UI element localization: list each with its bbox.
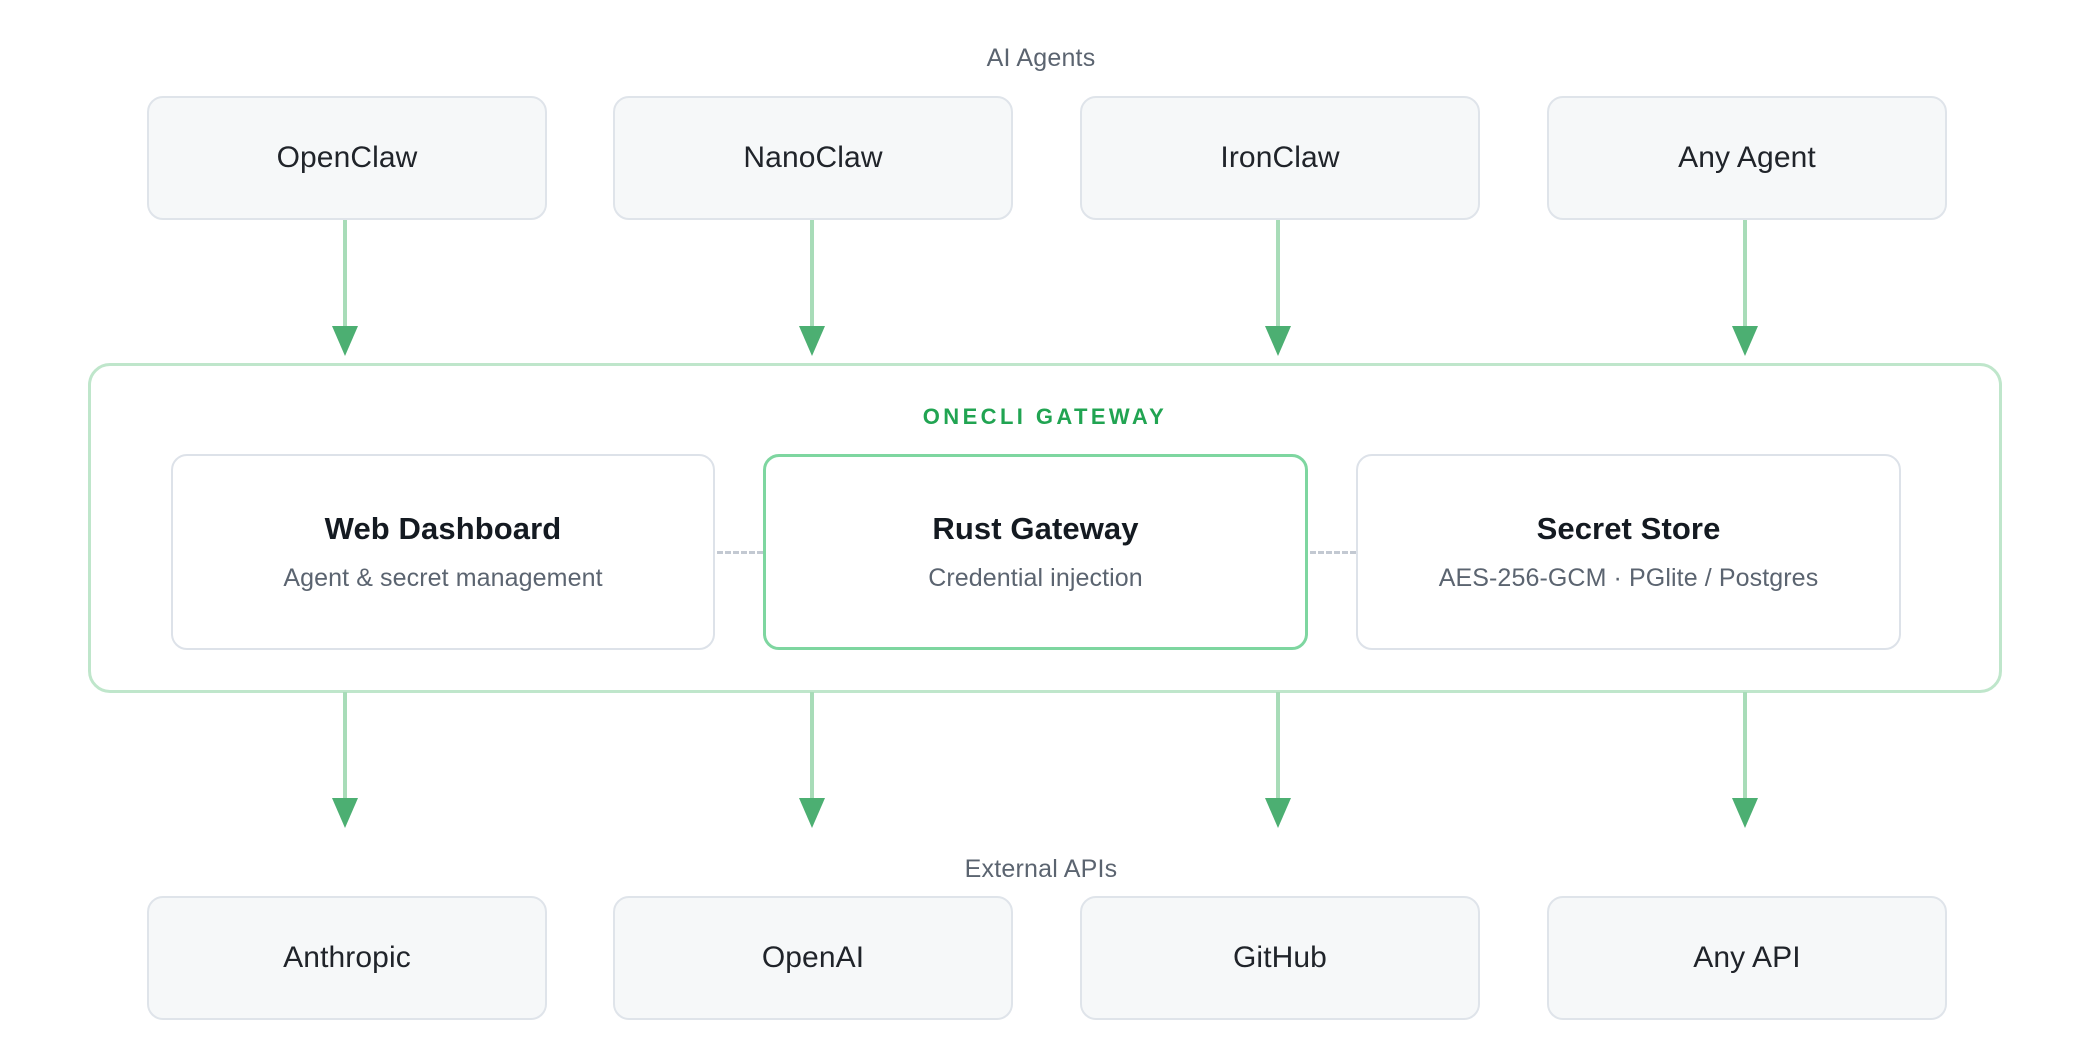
api-node-openai[interactable]: OpenAI: [613, 896, 1013, 1020]
api-node-github[interactable]: GitHub: [1080, 896, 1480, 1020]
connector-dashed-left: [717, 551, 763, 554]
arrow-down-icon: [1730, 220, 1760, 356]
gateway-panel: ONECLI GATEWAY Web Dashboard Agent & sec…: [88, 363, 2002, 693]
api-node-label: Any API: [1693, 941, 1801, 974]
arrow-head: [332, 798, 358, 828]
agent-node-any-agent[interactable]: Any Agent: [1547, 96, 1947, 220]
agent-node-label: NanoClaw: [743, 141, 883, 174]
api-node-label: OpenAI: [761, 941, 865, 974]
arrow-shaft: [1276, 220, 1280, 332]
arrow-down-icon: [797, 220, 827, 356]
agent-node-ironclaw[interactable]: IronClaw: [1080, 96, 1480, 220]
arrow-shaft: [1743, 692, 1747, 804]
arrow-down-icon: [330, 692, 360, 828]
api-node-label: Anthropic: [283, 941, 411, 974]
api-node-any-api[interactable]: Any API: [1547, 896, 1947, 1020]
arrow-down-icon: [1730, 692, 1760, 828]
arrow-shaft: [1276, 692, 1280, 804]
agent-node-label: Any Agent: [1678, 141, 1816, 174]
arrow-head: [1732, 798, 1758, 828]
card-title: Secret Store: [1536, 511, 1721, 546]
apis-section-label: External APIs: [964, 855, 1118, 883]
api-node-anthropic[interactable]: Anthropic: [147, 896, 547, 1020]
agent-node-label: OpenClaw: [276, 141, 418, 174]
card-subtitle: Agent & secret management: [283, 564, 603, 592]
arrow-head: [799, 798, 825, 828]
arrow-shaft: [810, 692, 814, 804]
arrow-down-icon: [1263, 692, 1293, 828]
card-subtitle: AES-256-GCM · PGlite / Postgres: [1438, 564, 1819, 592]
arrow-shaft: [343, 220, 347, 332]
agent-node-openclaw[interactable]: OpenClaw: [147, 96, 547, 220]
gateway-card-secret-store[interactable]: Secret Store AES-256-GCM · PGlite / Post…: [1356, 454, 1901, 650]
card-title: Rust Gateway: [932, 511, 1139, 546]
arrow-head: [1732, 326, 1758, 356]
api-node-label: GitHub: [1233, 941, 1327, 974]
card-subtitle: Credential injection: [928, 564, 1143, 592]
arrow-down-icon: [330, 220, 360, 356]
gateway-card-web-dashboard[interactable]: Web Dashboard Agent & secret management: [171, 454, 715, 650]
agents-section-label: AI Agents: [986, 44, 1096, 72]
arrow-shaft: [343, 692, 347, 804]
gateway-title: ONECLI GATEWAY: [922, 404, 1168, 429]
arrow-down-icon: [1263, 220, 1293, 356]
card-title: Web Dashboard: [324, 511, 562, 546]
arrow-head: [332, 326, 358, 356]
gateway-card-rust-gateway[interactable]: Rust Gateway Credential injection: [763, 454, 1308, 650]
connector-dashed-right: [1310, 551, 1356, 554]
arrow-head: [1265, 326, 1291, 356]
arrow-down-icon: [797, 692, 827, 828]
agent-node-label: IronClaw: [1220, 141, 1340, 174]
arrow-head: [1265, 798, 1291, 828]
arrow-shaft: [1743, 220, 1747, 332]
arrow-head: [799, 326, 825, 356]
agent-node-nanoclaw[interactable]: NanoClaw: [613, 96, 1013, 220]
arrow-shaft: [810, 220, 814, 332]
